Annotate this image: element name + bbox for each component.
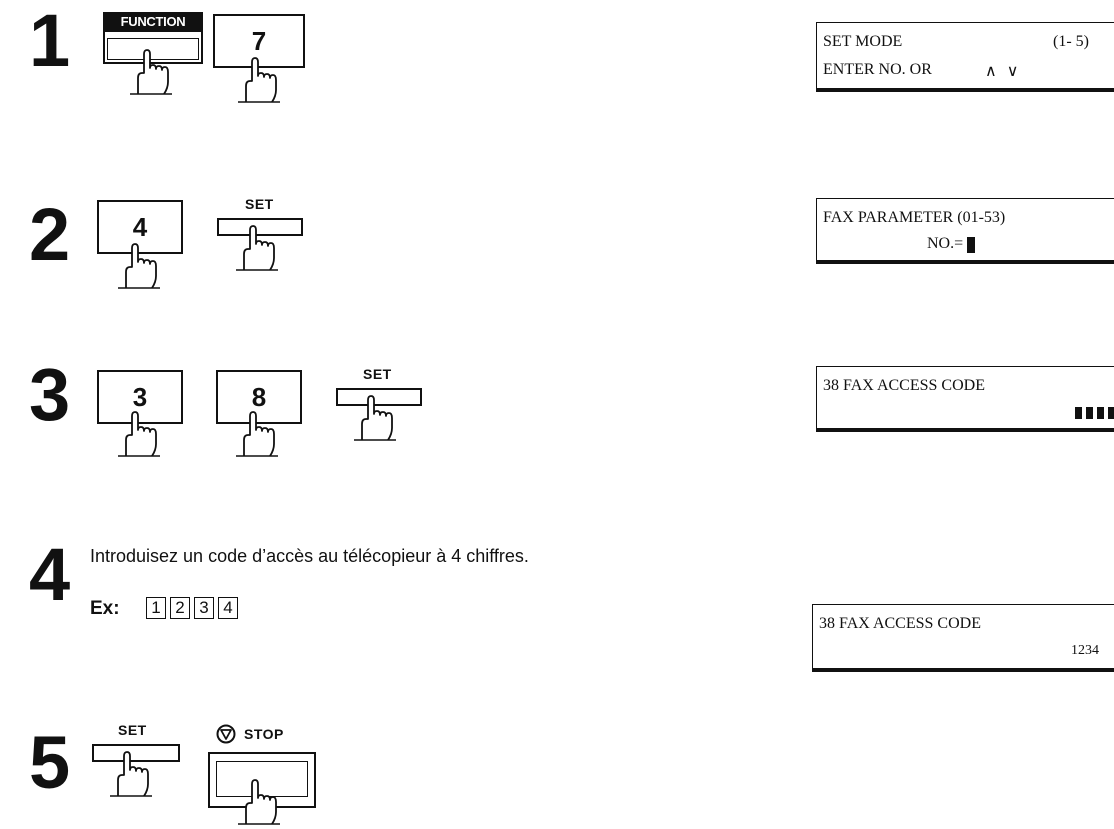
step-number-1: 1 bbox=[29, 4, 70, 78]
lcd-display-1-line2-right: ∧ ∨ bbox=[985, 61, 1021, 81]
pressing-finger-icon bbox=[110, 750, 152, 796]
step-4-instruction: Introduisez un code d’accès au télécopie… bbox=[90, 546, 529, 567]
lcd-display-1-line2-left: ENTER NO. OR bbox=[823, 61, 932, 79]
lcd-display-2-line2: NO.= bbox=[927, 235, 963, 253]
digit-key-7-label: 7 bbox=[215, 28, 303, 54]
lcd-display-4-line2: 1234 bbox=[1071, 643, 1099, 659]
pressing-finger-icon bbox=[236, 224, 278, 270]
lcd-display-2-line1: FAX PARAMETER (01-53) bbox=[823, 209, 1005, 227]
digit-key-4-label: 4 bbox=[99, 214, 181, 240]
set-key-caption: SET bbox=[363, 366, 392, 382]
example-digit-box: 3 bbox=[194, 597, 214, 619]
lcd-display-3-line1: 38 FAX ACCESS CODE bbox=[823, 377, 985, 395]
digit-key-3-label: 3 bbox=[99, 384, 181, 410]
lcd-display-1: SET MODE (1- 5) ENTER NO. OR ∧ ∨ bbox=[816, 22, 1114, 92]
example-digit-box: 2 bbox=[170, 597, 190, 619]
pressing-finger-icon bbox=[354, 394, 396, 440]
lcd-display-1-line1-left: SET MODE bbox=[823, 33, 902, 51]
example-digit-box: 1 bbox=[146, 597, 166, 619]
stop-icon bbox=[216, 724, 236, 744]
example-label: Ex: bbox=[90, 598, 120, 620]
step-number-3: 3 bbox=[29, 358, 70, 432]
pressing-finger-icon bbox=[118, 242, 160, 288]
lcd-cursor bbox=[967, 237, 975, 253]
pressing-finger-icon bbox=[238, 56, 280, 102]
example-digit-box: 4 bbox=[218, 597, 238, 619]
set-key-caption: SET bbox=[118, 722, 147, 738]
pressing-finger-icon bbox=[236, 410, 278, 456]
lcd-display-1-line1-right: (1- 5) bbox=[1053, 33, 1089, 51]
pressing-finger-icon bbox=[118, 410, 160, 456]
set-key-caption: SET bbox=[245, 196, 274, 212]
digit-key-8-label: 8 bbox=[218, 384, 300, 410]
stop-key-caption: STOP bbox=[244, 726, 284, 742]
step-number-5: 5 bbox=[29, 726, 70, 800]
step-number-2: 2 bbox=[29, 198, 70, 272]
lcd-display-3: 38 FAX ACCESS CODE bbox=[816, 366, 1114, 432]
function-key-label: FUNCTION bbox=[103, 12, 203, 32]
pressing-finger-icon bbox=[130, 48, 172, 94]
pressing-finger-icon bbox=[238, 778, 280, 824]
step-number-4: 4 bbox=[29, 538, 70, 612]
lcd-display-4-line1: 38 FAX ACCESS CODE bbox=[819, 615, 981, 633]
lcd-display-2: FAX PARAMETER (01-53) NO.= bbox=[816, 198, 1114, 264]
lcd-masked-digits bbox=[1075, 407, 1114, 419]
lcd-display-4: 38 FAX ACCESS CODE 1234 bbox=[812, 604, 1114, 672]
